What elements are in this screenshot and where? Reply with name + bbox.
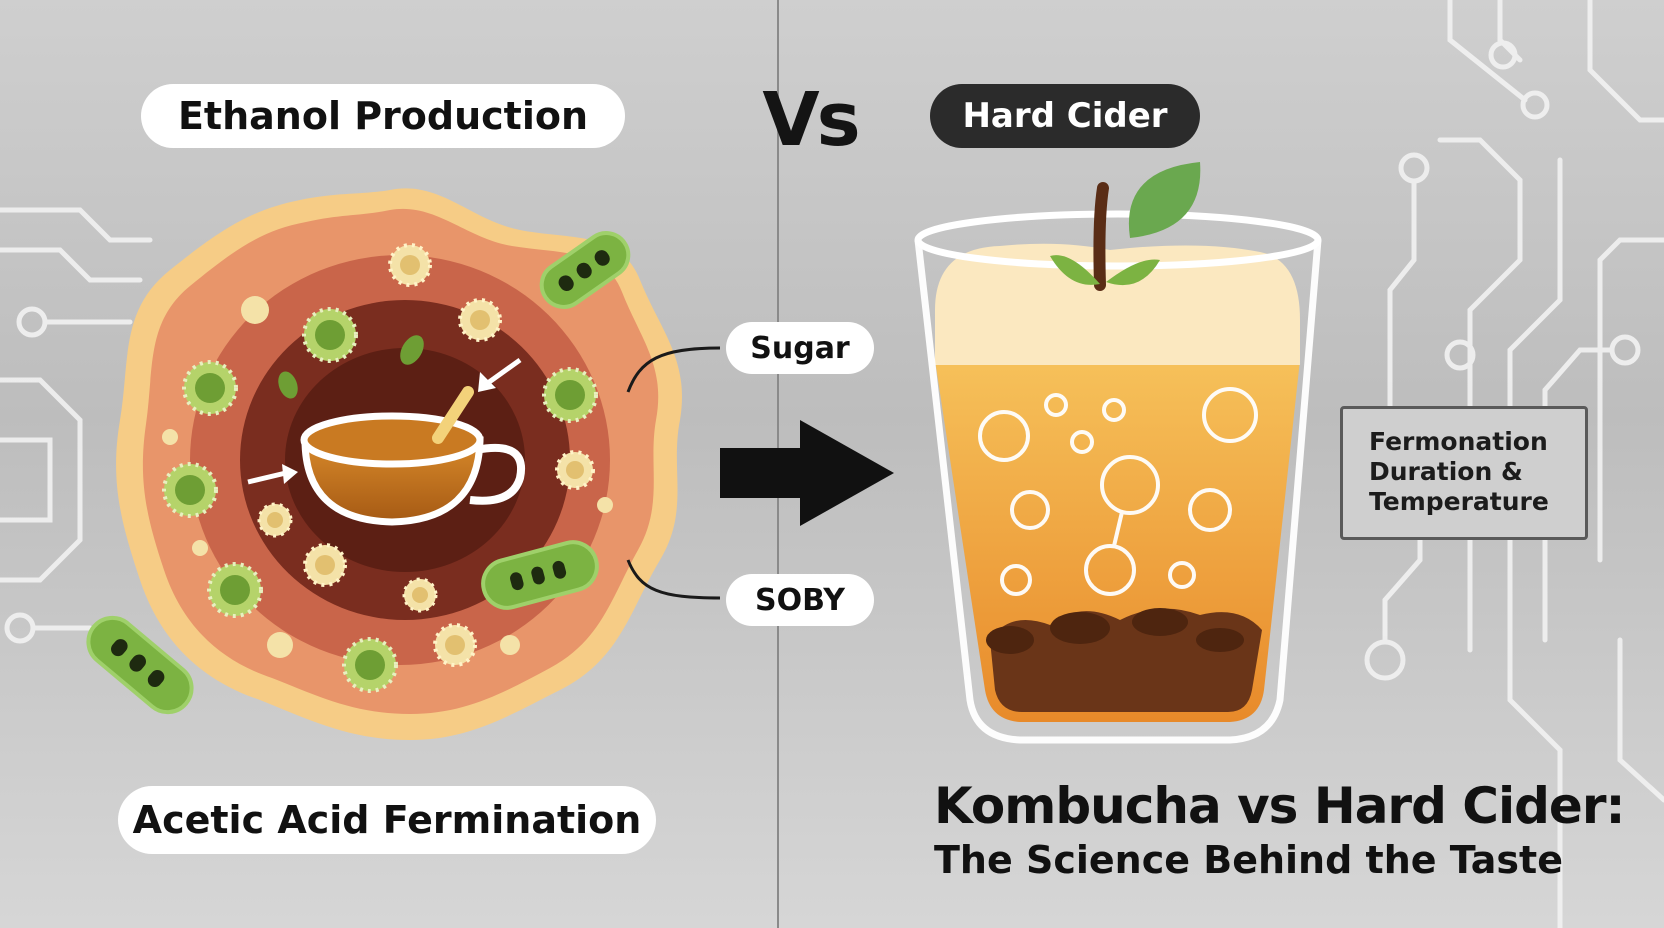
cider-glass-icon [914,162,1322,744]
microbe [342,637,398,693]
microbe [433,623,477,667]
fermentation-info-box: Fermonation Duration & Temperature [1340,406,1588,540]
info-line-2: Duration & [1369,457,1523,486]
leaf-icon [1128,162,1201,238]
microbe [162,462,218,518]
acetic-acid-label: Acetic Acid Fermination [118,786,656,854]
microbe [458,298,502,342]
microbe [257,502,293,538]
microbe [182,360,238,416]
right-circuit-traces [1364,0,1664,928]
microbe [388,243,432,287]
soby-callout: SOBY [726,574,874,626]
info-line-1: Fermonation [1369,427,1548,456]
rod-bacteria [86,231,631,715]
sugar-callout: Sugar [726,322,874,374]
versus-label: Vs [762,77,860,163]
ethanol-production-label: Ethanol Production [141,84,625,148]
microbe [542,367,598,423]
teacup-icon [247,357,526,526]
right-arrow-icon [720,420,894,526]
microbe-cluster [162,243,613,693]
microbe [555,450,595,490]
microbe [302,307,358,363]
left-circuit-traces [0,207,153,644]
headline-subtitle: The Science Behind the Taste [934,838,1563,882]
microbe [303,543,347,587]
microbe [207,562,263,618]
callout-lines [626,346,721,600]
info-line-3: Temperature [1369,487,1549,516]
hard-cider-label: Hard Cider [930,84,1200,148]
headline: Kombucha vs Hard Cider: The Science Behi… [934,776,1634,884]
headline-title: Kombucha vs Hard Cider: [934,777,1625,835]
microbe [402,577,438,613]
